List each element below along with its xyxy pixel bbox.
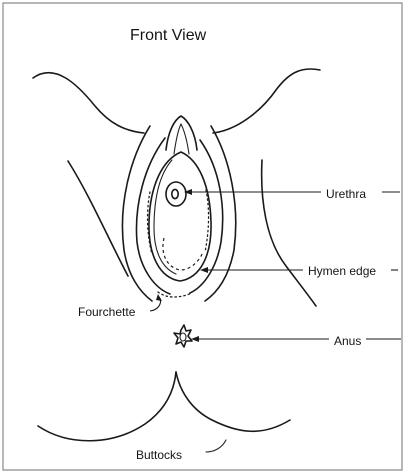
clitoral-hood xyxy=(166,116,197,150)
fourchette-label: Fourchette xyxy=(78,305,135,319)
diagram-title: Front View xyxy=(130,27,206,45)
buttocks-label: Buttocks xyxy=(136,448,182,462)
buttocks-leader xyxy=(206,440,226,452)
urethra-outer xyxy=(166,182,186,206)
figure-border xyxy=(3,3,402,470)
urethra-label: Urethra xyxy=(326,187,366,201)
left-buttock-contour xyxy=(38,372,176,441)
anus-label: Anus xyxy=(334,334,361,348)
fourchette-arrowhead xyxy=(156,294,162,301)
vestibule-outline xyxy=(149,152,211,281)
right-buttock-contour xyxy=(176,372,290,431)
anus-inner xyxy=(180,333,186,341)
hymen-side-dots xyxy=(205,190,209,252)
clitoral-hood-inner xyxy=(174,124,189,154)
left-thigh-contour xyxy=(68,161,128,276)
left-groin-contour xyxy=(33,73,144,133)
left-labia-minora xyxy=(136,138,170,294)
right-groin-contour xyxy=(213,69,320,133)
urethra-inner xyxy=(172,189,178,198)
right-thigh-contour xyxy=(262,160,316,306)
hymen-edge-label: Hymen edge xyxy=(308,264,376,278)
fourchette-line xyxy=(158,292,192,297)
hymen-edge-line xyxy=(163,238,203,270)
anus-shape xyxy=(174,325,192,347)
